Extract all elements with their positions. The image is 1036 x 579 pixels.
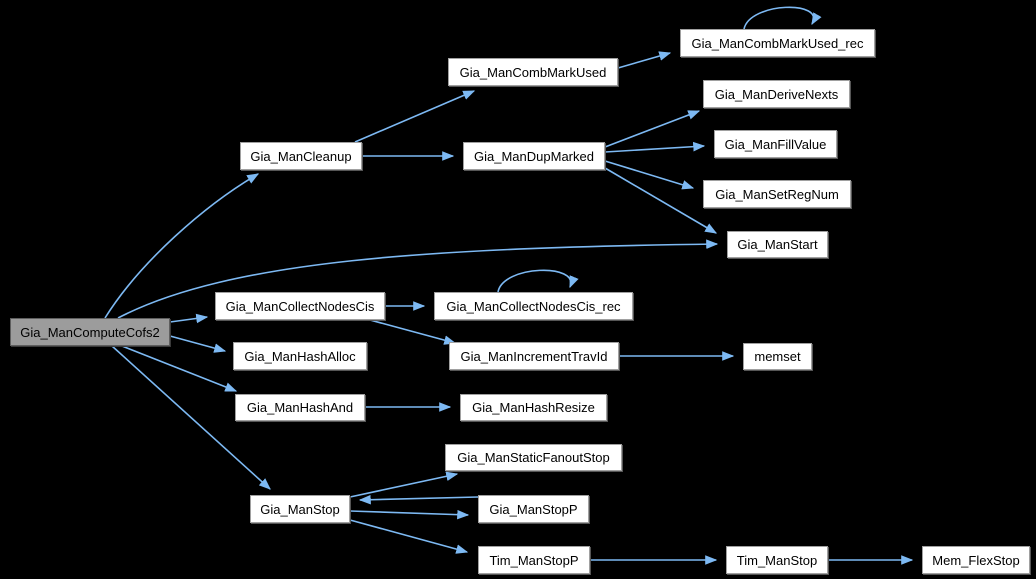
node-gia-manstart[interactable]: Gia_ManStart — [727, 231, 828, 258]
edge-combmarkusedrec-selfloop — [743, 6, 822, 30]
edge-dupmarked-fillvalue — [604, 141, 706, 153]
edge-computecofs2-cleanup — [104, 173, 260, 319]
node-gia-manincrementtravid[interactable]: Gia_ManIncrementTravId — [449, 342, 619, 370]
edge-stop-timmanstopp — [349, 519, 469, 554]
edge-computecofs2-collectnodescis — [169, 313, 209, 324]
edge-combmarkused-combmarkusedrec — [617, 51, 672, 69]
node-gia-manhashresize[interactable]: Gia_ManHashResize — [460, 394, 607, 421]
node-gia-mansetregnum[interactable]: Gia_ManSetRegNum — [703, 180, 851, 208]
node-gia-mancleanup[interactable]: Gia_ManCleanup — [240, 142, 362, 170]
node-gia-mandupmarked[interactable]: Gia_ManDupMarked — [463, 142, 605, 170]
edge-collectnodescisrec-selfloop — [497, 269, 579, 293]
edge-computecofs2-hashalloc — [169, 335, 227, 353]
edge-dupmarked-derivenexts — [604, 110, 701, 148]
edge-stopp-stop — [358, 494, 479, 505]
node-gia-mancomputecofs2: Gia_ManComputeCofs2 — [10, 318, 170, 346]
node-gia-mancollectnodescis[interactable]: Gia_ManCollectNodesCis — [215, 292, 385, 320]
edge-dupmarked-start — [604, 167, 718, 234]
edge-collectnodescis-incrementtravid — [369, 319, 457, 345]
node-gia-mancombmarkused-rec[interactable]: Gia_ManCombMarkUsed_rec — [680, 29, 875, 57]
node-memset[interactable]: memset — [743, 343, 812, 370]
node-gia-manstop[interactable]: Gia_ManStop — [250, 495, 350, 523]
edge-cleanup-combmarkused — [354, 90, 476, 143]
edge-stop-stopp — [349, 509, 470, 520]
node-gia-manstaticfanoutstop[interactable]: Gia_ManStaticFanoutStop — [445, 444, 622, 471]
node-gia-mancombmarkused[interactable]: Gia_ManCombMarkUsed — [448, 58, 618, 86]
node-tim-manstop[interactable]: Tim_ManStop — [726, 546, 828, 574]
edge-computecofs2-stop — [111, 345, 271, 490]
node-gia-manhashand[interactable]: Gia_ManHashAnd — [235, 394, 365, 421]
node-mem-flexstop[interactable]: Mem_FlexStop — [922, 546, 1030, 574]
node-tim-manstopp[interactable]: Tim_ManStopP — [478, 546, 590, 574]
edge-dupmarked-setregnum — [604, 160, 695, 190]
edge-computecofs2-hashand — [121, 345, 238, 392]
node-gia-manhashalloc[interactable]: Gia_ManHashAlloc — [233, 342, 367, 370]
node-gia-manstopp[interactable]: Gia_ManStopP — [478, 495, 589, 523]
node-gia-mancollectnodescis-rec[interactable]: Gia_ManCollectNodesCis_rec — [434, 292, 633, 320]
edge-stop-staticfanoutstop — [349, 471, 459, 498]
node-gia-manderivenexts[interactable]: Gia_ManDeriveNexts — [703, 80, 850, 108]
node-gia-manfillvalue[interactable]: Gia_ManFillValue — [714, 130, 837, 158]
edge-computecofs2-start — [117, 239, 719, 319]
